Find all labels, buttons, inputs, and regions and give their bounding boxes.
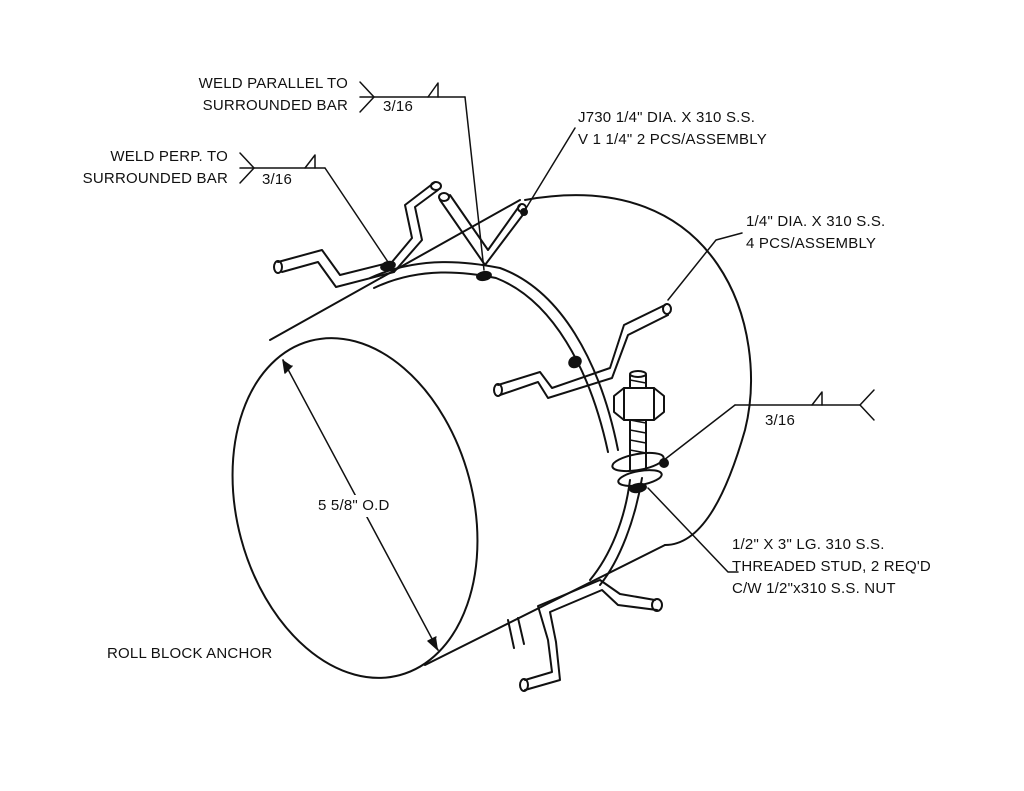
weld-parallel-size: 3/16 xyxy=(383,98,413,115)
anchor-bar-right-middle xyxy=(493,303,672,399)
stud-line-3: C/W 1/2"x310 S.S. NUT xyxy=(732,580,896,597)
weld-parallel-line-2: SURROUNDED BAR xyxy=(202,97,348,114)
anchor-bar-lower xyxy=(507,579,663,692)
cylinder-bottom-edge xyxy=(424,544,666,666)
cylinder-back-outline xyxy=(524,194,752,546)
weld-perp-size: 3/16 xyxy=(262,171,292,188)
weld-perp-line-1: WELD PERP. TO xyxy=(110,148,228,165)
bar-spec-line-1: 1/4" DIA. X 310 S.S. xyxy=(746,213,886,230)
clamp-strap-lower-outer xyxy=(599,477,643,586)
weld-parallel-label: WELD PARALLEL TO SURROUNDED BAR xyxy=(150,73,348,117)
weld-right-size: 3/16 xyxy=(765,412,795,429)
bar-spec-line-2: 4 PCS/ASSEMBLY xyxy=(746,235,877,252)
v-anchor-line-1: J730 1/4" DIA. X 310 S.S. xyxy=(578,109,756,126)
v-anchor-line-2: V 1 1/4" 2 PCS/ASSEMBLY xyxy=(578,131,767,148)
clamp-ear-upper xyxy=(611,451,665,473)
leaders xyxy=(239,81,875,573)
drawing-title: ROLL BLOCK ANCHOR xyxy=(107,645,273,662)
weld-perp-line-2: SURROUNDED BAR xyxy=(82,170,228,187)
stud-line-1: 1/2" X 3" LG. 310 S.S. xyxy=(732,536,885,553)
stud-label: 1/2" X 3" LG. 310 S.S. THREADED STUD, 2 … xyxy=(732,534,931,600)
bar-spec-label: 1/4" DIA. X 310 S.S. 4 PCS/ASSEMBLY xyxy=(746,211,885,255)
weld-perp-label: WELD PERP. TO SURROUNDED BAR xyxy=(40,146,228,190)
stud-line-2: THREADED STUD, 2 REQ'D xyxy=(732,558,931,575)
hex-nut xyxy=(613,387,665,421)
weld-parallel-line-1: WELD PARALLEL TO xyxy=(198,75,348,92)
v-anchor-label: J730 1/4" DIA. X 310 S.S. V 1 1/4" 2 PCS… xyxy=(578,107,767,151)
clamp-strap-lower-inner xyxy=(589,479,631,581)
weld-beads xyxy=(380,208,669,494)
od-dimension-label: 5 5/8" O.D xyxy=(316,495,392,517)
anchor-bar-upper-left xyxy=(273,181,442,288)
